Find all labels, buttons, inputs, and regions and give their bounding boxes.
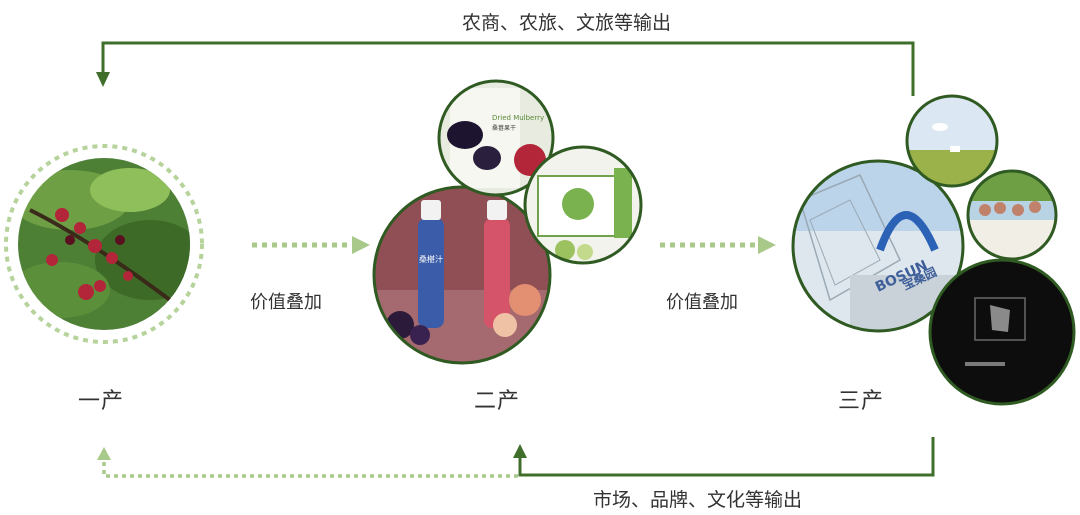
night-exhibit-photo (928, 258, 1076, 406)
dining-event-photo (966, 169, 1058, 261)
stage-secondary-label: 二产 (474, 388, 521, 413)
top-flow-arrowhead (96, 72, 110, 87)
bottle-label: 桑椹汁 (419, 254, 443, 264)
field-photo (905, 94, 999, 188)
top-flow-line (101, 41, 915, 96)
bottom-flow-line (518, 437, 935, 477)
value-add-label-2: 价值叠加 (666, 292, 738, 312)
bag-title: Dried Mulberry (492, 114, 544, 122)
juice-bottles-photo: 桑椹汁 (372, 185, 552, 365)
stage-tertiary-label: 三产 (838, 388, 885, 413)
bag-subtitle: 桑葚果干 (492, 124, 516, 132)
bottom-flow-arrowhead (513, 444, 527, 458)
value-add-label-1: 价值叠加 (250, 292, 322, 312)
top-flow-label: 农商、农旅、文旅等输出 (462, 13, 672, 34)
bottom-flow-label: 市场、品牌、文化等输出 (593, 490, 803, 511)
bottom-flow-dotted-line (102, 458, 518, 478)
mulberry-photo (4, 144, 204, 344)
value-arrow-2-head (758, 236, 776, 254)
bottom-flow-dotted-arrowhead (97, 447, 111, 460)
box-title: 桑叶茶 (568, 179, 589, 188)
tea-gift-box-photo: 桑叶茶 (523, 145, 643, 265)
value-arrow-1-head (352, 236, 370, 254)
stage-primary-label: 一产 (78, 388, 125, 413)
